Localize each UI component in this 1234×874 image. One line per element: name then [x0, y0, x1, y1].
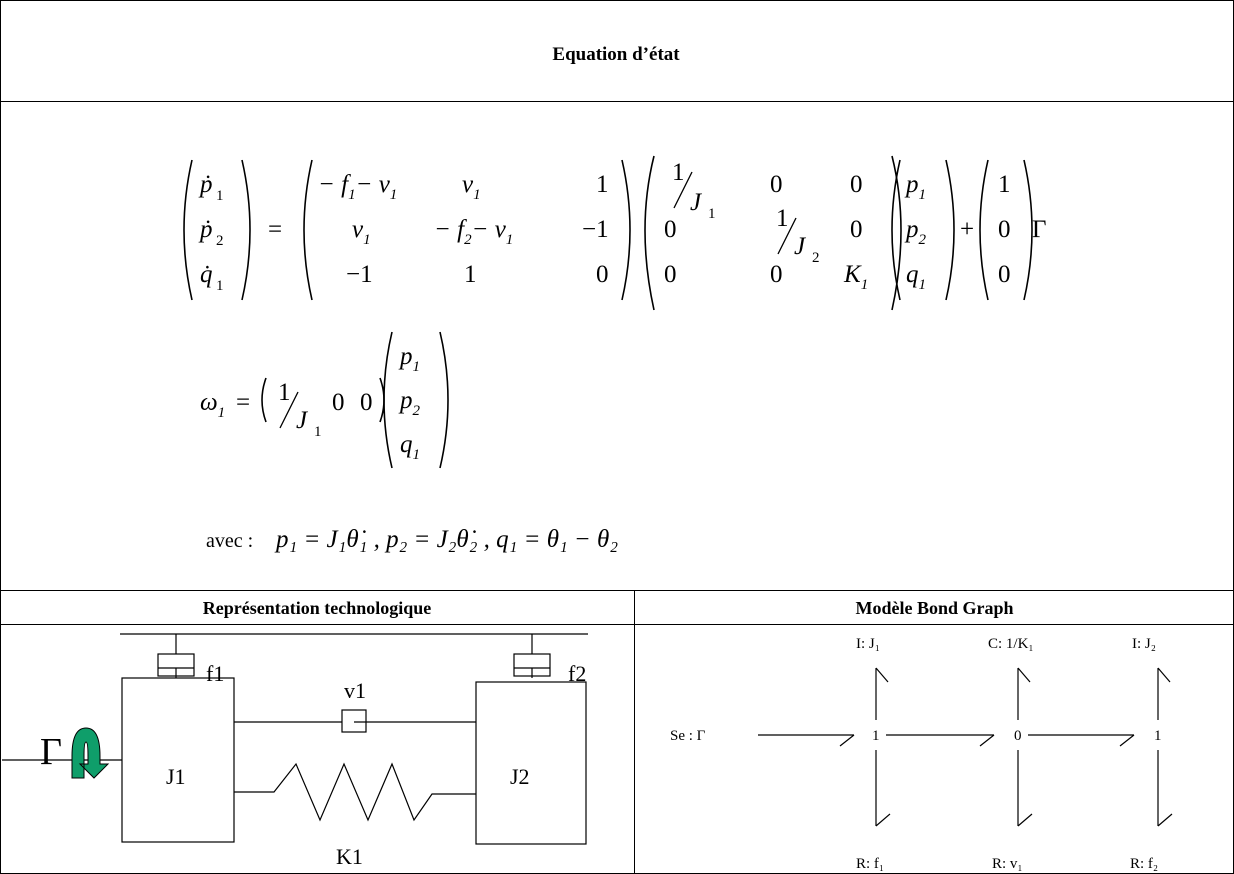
- svg-text:v1: v1: [462, 171, 481, 203]
- element-R-v1: R: v₁: [992, 856, 1023, 872]
- mass-J2: [475, 681, 587, 845]
- svg-text:J2: J2: [510, 764, 530, 789]
- svg-text:p2: p2: [904, 216, 927, 248]
- svg-text:0: 0: [998, 261, 1011, 288]
- svg-text:Γ: Γ: [40, 731, 62, 773]
- svg-text:0: 0: [770, 171, 783, 198]
- lhs-2: ṗ: [198, 216, 213, 243]
- tech-diagram: f1 f2 v1 J1 J2 K1 Γ: [2, 633, 588, 869]
- paren-b-left: [644, 155, 655, 311]
- svg-text:K1: K1: [843, 261, 868, 293]
- section-title-technologique: Représentation technologique: [202, 598, 432, 618]
- svg-text:v1: v1: [344, 678, 366, 703]
- svg-text:0: 0: [770, 261, 783, 288]
- svg-text:p2: p2: [398, 387, 421, 419]
- element-I-J1: I: J₁: [856, 636, 880, 652]
- svg-text:J: J: [690, 189, 703, 216]
- paren-lhs-right: [241, 159, 251, 301]
- paren-a-right: [621, 159, 631, 301]
- paren-y-left: [383, 331, 393, 469]
- torque-arrow-icon: [71, 727, 110, 779]
- paren-b-right: [891, 155, 902, 311]
- svg-text:1: 1: [672, 159, 685, 186]
- svg-text:Se : Γ: Se : Γ: [670, 728, 706, 744]
- svg-text:p1: p1: [398, 343, 420, 375]
- lhs-3: q̇: [200, 261, 213, 288]
- svg-text:0: 0: [596, 261, 609, 288]
- divider-title: [0, 101, 1234, 102]
- svg-text:1: 1: [776, 205, 789, 232]
- svg-text:2: 2: [216, 233, 224, 249]
- svg-text:1: 1: [216, 188, 224, 204]
- paren-x-right: [945, 159, 955, 301]
- svg-text:=: =: [236, 389, 250, 416]
- svg-text:− f1− v1: − f1− v1: [318, 171, 397, 203]
- svg-text:1: 1: [216, 278, 224, 294]
- paren-c-left: [261, 377, 267, 423]
- omega-label: ω1: [200, 389, 225, 421]
- junction-1b: 1: [1154, 728, 1162, 744]
- svg-text:q1: q1: [400, 431, 420, 463]
- equals-sign: =: [268, 216, 282, 243]
- page-title: Equation d’état: [552, 44, 680, 65]
- svg-text:2: 2: [812, 250, 820, 266]
- svg-text:0: 0: [360, 389, 373, 416]
- paren-u-right: [1023, 159, 1033, 301]
- lhs-1: ṗ: [198, 171, 213, 198]
- svg-text:p1: p1: [904, 171, 926, 203]
- svg-text:1: 1: [596, 171, 609, 198]
- svg-text:1: 1: [278, 379, 291, 406]
- svg-text:− f2− v1: − f2− v1: [434, 216, 513, 248]
- svg-text:J1: J1: [166, 764, 186, 789]
- paren-a-left: [303, 159, 313, 301]
- divider-headers: [0, 624, 1234, 625]
- svg-text:f1: f1: [206, 661, 224, 686]
- svg-text:q1: q1: [906, 261, 926, 293]
- svg-text:0: 0: [850, 171, 863, 198]
- element-R-f2: R: f₂: [1130, 856, 1158, 872]
- mass-J1: [121, 677, 235, 843]
- svg-text:1: 1: [708, 206, 716, 222]
- gamma-symbol: Γ: [1032, 216, 1046, 243]
- paren-y-right: [439, 331, 449, 469]
- bond-source: Se :: [670, 728, 693, 744]
- svg-text:J: J: [794, 233, 807, 260]
- spring-K1: [234, 762, 476, 822]
- svg-text:1: 1: [464, 261, 477, 288]
- svg-text:J: J: [296, 407, 309, 434]
- svg-text:0: 0: [998, 216, 1011, 243]
- element-I-J2: I: J₂: [1132, 636, 1156, 652]
- svg-text:0: 0: [850, 216, 863, 243]
- svg-text:−1: −1: [582, 216, 609, 243]
- svg-text:K1: K1: [336, 844, 363, 869]
- svg-text:f2: f2: [568, 661, 586, 686]
- junction-0: 0: [1014, 728, 1022, 744]
- svg-text:0: 0: [664, 261, 677, 288]
- junction-1a: 1: [872, 728, 880, 744]
- bond-graph: Se : Γ 1 0 1 I: J₁ C: 1/K₁ I: J₂ R: f₁ R…: [670, 636, 1173, 872]
- equations: ṗ 1 ṗ 2 q̇ 1 = − f1− v1 v1 1 v1 − f2− v1…: [183, 155, 1046, 553]
- element-R-f1: R: f₁: [856, 856, 884, 872]
- svg-text:1: 1: [314, 424, 322, 440]
- paren-x-left: [891, 159, 901, 301]
- divider-columns: [634, 590, 635, 874]
- paren-lhs-left: [183, 159, 193, 301]
- svg-text:0: 0: [664, 216, 677, 243]
- avec-label: avec :: [206, 530, 253, 552]
- plus-sign: +: [960, 216, 974, 243]
- svg-text:v1: v1: [352, 216, 371, 248]
- element-C-K1: C: 1/K₁: [988, 636, 1034, 652]
- divider-equations: [0, 590, 1234, 591]
- section-title-bondgraph: Modèle Bond Graph: [855, 598, 1014, 618]
- svg-text:1: 1: [998, 171, 1011, 198]
- avec-text: p₁ = J₁θ̇₁ , p₂ = J₂θ̇₂ , q₁ = θ₁ − θ₂: [274, 526, 618, 553]
- svg-text:0: 0: [332, 389, 345, 416]
- svg-text:−1: −1: [346, 261, 373, 288]
- damper-v1: [341, 709, 367, 733]
- paren-u-left: [979, 159, 989, 301]
